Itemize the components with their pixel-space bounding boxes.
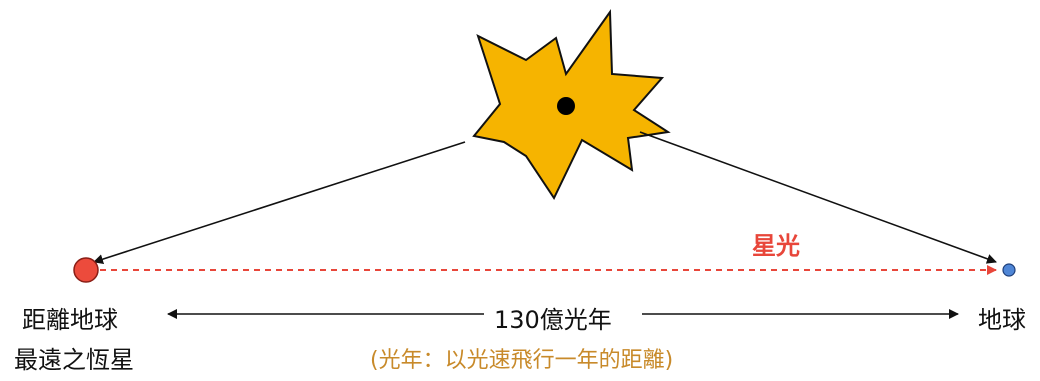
arrow-to-earth	[639, 131, 997, 264]
arrow-to-far-star	[93, 141, 466, 264]
distance-label: 130億光年	[488, 300, 618, 335]
light-year-note: (光年：以光速飛行一年的距離)	[370, 348, 674, 373]
earth-dot	[1002, 263, 1016, 277]
far-star-label-line1: 距離地球	[22, 306, 118, 334]
starlight-label: 星光	[752, 232, 800, 260]
far-star-dot	[73, 257, 99, 283]
starburst-center-dot	[557, 97, 575, 115]
far-star-label-line2: 最遠之恆星	[14, 346, 134, 374]
earth-label: 地球	[978, 306, 1026, 334]
